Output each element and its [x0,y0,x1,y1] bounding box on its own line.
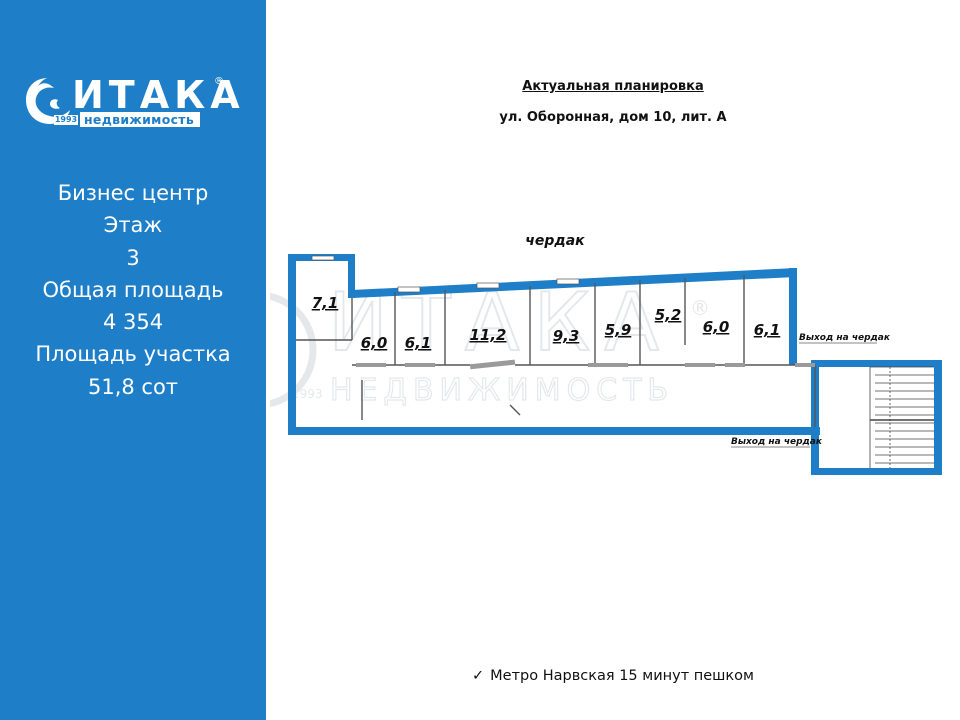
room-area-label: 5,2 [655,306,682,324]
metro-note-text: Метро Нарвская 15 минут пешком [490,668,754,684]
room-area-label: 6,0 [361,334,388,352]
info-building-type: Бизнес центр [57,181,209,205]
logo-brand-text: ИТАКА [72,73,245,117]
windows [311,255,580,293]
info-floor-value: 3 [126,245,140,270]
watermark-subtitle: НЕДВИЖИМОСТЬ [330,373,674,408]
room-area-label: 5,9 [605,321,632,339]
room-area-label: 9,3 [553,327,580,345]
info-plot-area-value: 51,8 сот [87,374,179,399]
interior-walls [296,275,816,427]
info-total-area-label: Общая площадь [42,277,224,302]
property-info: Бизнес центр Этаж 3 Общая площадь 4 354 … [0,177,266,403]
checkmark-icon: ✓ [472,668,485,684]
room-area-label: 6,1 [405,334,432,352]
plan-title: Актуальная планировка [522,79,704,94]
attic-label: чердак [525,233,585,249]
metro-note: ✓ Метро Нарвская 15 минут пешком [266,668,960,684]
doors [356,359,815,370]
info-plot-area-label: Площадь участка [35,342,231,367]
room-area-label: 11,2 [469,326,506,344]
sidebar: ИТАКА ® 1993 недвижимость Бизнес центр Э… [0,0,266,720]
svg-text:®: ® [690,296,710,320]
logo-subtitle: недвижимость [80,112,201,127]
floor-plan: ИТАКА ® 1993 НЕДВИЖИМОСТЬ чердак [270,233,942,475]
wave-logo-icon [26,78,70,124]
info-total-area-value: 4 354 [102,310,164,335]
staircase [869,366,934,468]
exit-label-bottom: Выход на чердак [731,437,823,447]
logo-registered-mark: ® [214,76,224,87]
logo-year: 1993 [54,115,78,125]
room-area-label: 6,1 [754,321,781,339]
room-area-label: 7,1 [312,294,339,312]
info-floor-label: Этаж [103,213,163,238]
room-area-label: 6,0 [703,318,730,336]
plan-address: ул. Оборонная, дом 10, лит. А [499,110,727,125]
company-logo: ИТАКА ® 1993 недвижимость [24,74,240,130]
watermark-year: 1993 [292,387,323,401]
exit-label-top: Выход на чердак [799,333,891,343]
